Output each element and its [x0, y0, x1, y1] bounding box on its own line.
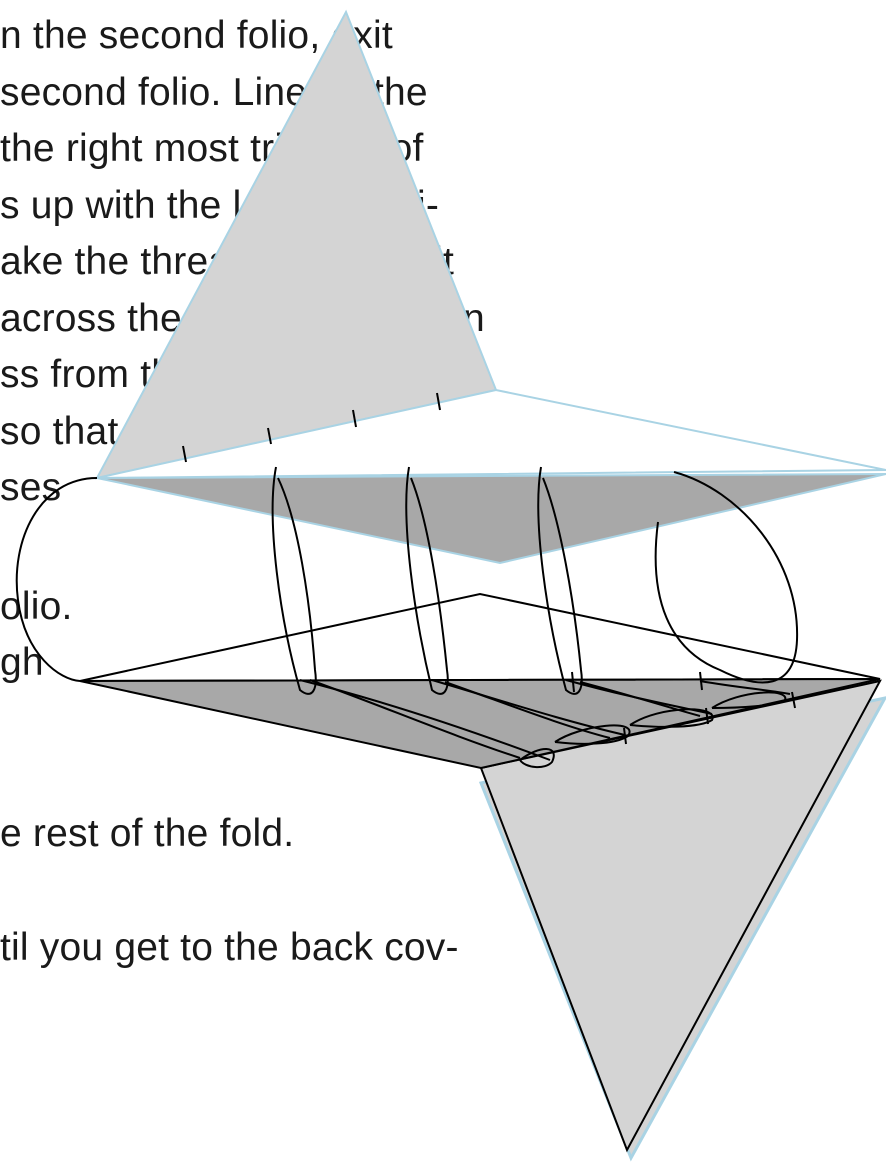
upper-folio-strip — [96, 388, 886, 479]
text-line: til you get to the back cov- — [0, 926, 459, 969]
thread-stitches — [15, 466, 799, 768]
text-line: so that — [0, 410, 119, 453]
upper-stitch-ticks — [182, 392, 441, 463]
text-line: olio. — [0, 585, 73, 628]
text-line: ses — [0, 466, 62, 509]
lower-folio-white-triangle — [79, 592, 881, 682]
text-line: e rest of the fold. — [0, 812, 295, 855]
lower-folio-dark-strip — [79, 678, 881, 770]
upper-folio-dark-triangle — [96, 473, 886, 565]
